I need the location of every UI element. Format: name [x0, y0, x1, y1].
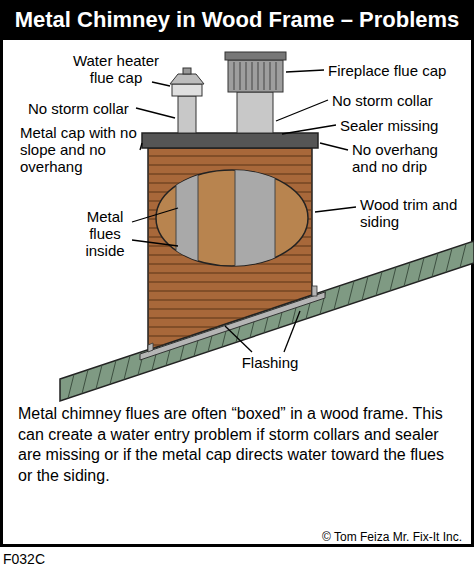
title-bar	[0, 0, 474, 40]
texture-stroke	[404, 262, 410, 286]
texture-stroke	[54, 379, 60, 403]
title-text: Metal Chimney in Wood Frame – Problems	[0, 0, 474, 40]
callout-label: No storm collar	[332, 92, 467, 109]
texture-stroke	[148, 291, 312, 292]
texture-stroke	[348, 281, 354, 305]
texture-stroke	[418, 258, 424, 282]
texture-stroke	[68, 374, 74, 398]
texture-stroke	[240, 62, 241, 90]
texture-stroke	[432, 253, 438, 277]
water-heater-pipe	[178, 96, 196, 133]
callout-label: Fireplace flue cap	[328, 62, 468, 79]
leader-lines	[132, 70, 356, 352]
callout-label: No overhang and no drip	[352, 141, 452, 175]
texture-stroke	[270, 62, 271, 90]
metal-cap	[142, 133, 318, 148]
callout-label: Water heater flue cap	[66, 52, 166, 86]
texture-stroke	[96, 365, 102, 389]
texture-stroke	[252, 62, 253, 90]
texture-stroke	[246, 62, 247, 90]
texture-stroke	[264, 62, 265, 90]
texture-stroke	[148, 300, 312, 301]
texture-stroke	[234, 62, 235, 90]
callout-label: Sealer missing	[340, 117, 470, 134]
callout-label: Metal cap with no slope and no overhang	[20, 124, 142, 175]
texture-stroke	[362, 276, 368, 300]
water-heater-cap-top	[170, 74, 204, 84]
texture-stroke	[148, 273, 312, 274]
texture-stroke	[390, 267, 396, 291]
callout-label: Wood trim and siding	[360, 196, 460, 230]
callout-label: F032C	[3, 551, 103, 567]
callout-label: Metal flues inside	[78, 208, 132, 259]
texture-stroke	[148, 165, 312, 166]
texture-stroke	[110, 360, 116, 384]
texture-stroke	[460, 244, 466, 268]
callout-label: © Tom Feiza Mr. Fix-It Inc.	[250, 530, 462, 544]
callout-label: No storm collar	[28, 100, 140, 117]
texture-stroke	[82, 370, 88, 394]
texture-stroke	[148, 336, 312, 337]
texture-stroke	[148, 318, 312, 319]
fireplace-cap	[228, 60, 283, 92]
chimney-box	[148, 148, 312, 350]
water-heater-cap	[172, 84, 202, 96]
step-flashing	[148, 343, 153, 352]
texture-stroke	[148, 156, 312, 157]
step-flashing	[312, 286, 317, 296]
texture-stroke	[446, 248, 452, 272]
flashing	[140, 292, 325, 360]
texture-stroke	[276, 62, 277, 90]
texture-stroke	[376, 272, 382, 296]
water-heater-flue	[176, 160, 198, 280]
fireplace-cap-lid	[225, 52, 286, 60]
callout-label: Flashing	[230, 354, 310, 371]
texture-stroke	[334, 286, 340, 310]
caption-text: Metal chimney flues are often “boxed” in…	[18, 404, 460, 486]
texture-stroke	[124, 356, 130, 380]
water-heater-cap-top	[183, 68, 191, 74]
fireplace-flue	[235, 160, 275, 280]
texture-stroke	[258, 62, 259, 90]
texture-stroke	[148, 282, 312, 283]
fireplace-pipe	[237, 92, 273, 133]
